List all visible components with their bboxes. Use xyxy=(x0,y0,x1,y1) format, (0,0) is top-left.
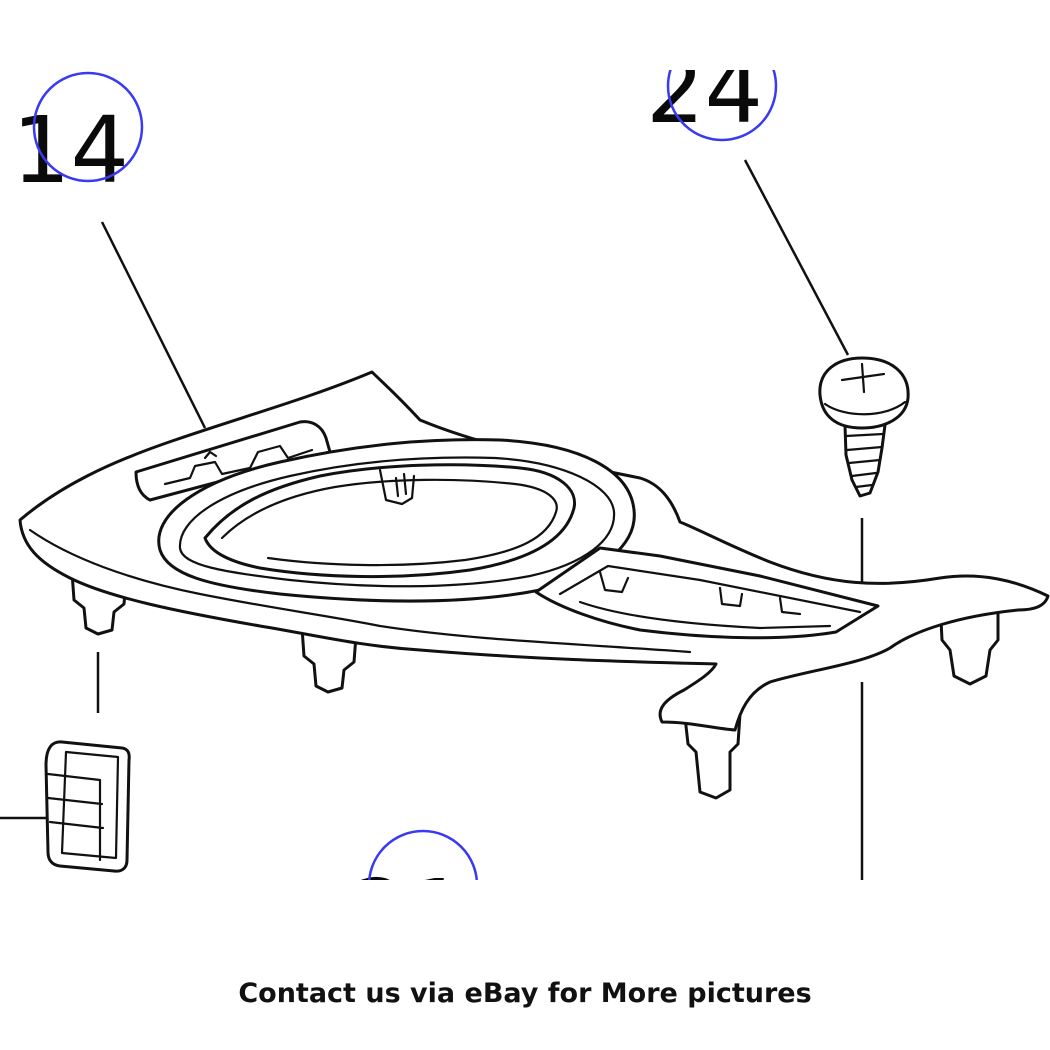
callout-24-ring xyxy=(666,70,778,142)
callout-24: 24 xyxy=(646,37,778,144)
callout-14-label: 14 xyxy=(12,97,129,204)
callout-24-label: 24 xyxy=(646,37,763,144)
callout-24-leader xyxy=(743,159,850,356)
callout-21-ring xyxy=(367,829,479,880)
callout-21: 21 xyxy=(350,829,479,967)
console-trim-panel xyxy=(18,370,1050,800)
tray-opening xyxy=(534,546,880,640)
callout-14-ring xyxy=(32,71,144,183)
callout-14: 14 xyxy=(12,71,207,429)
shifter-opening xyxy=(203,463,577,579)
callout-14-leader xyxy=(100,221,207,429)
contact-footer-text: Contact us via eBay for More pictures xyxy=(238,978,812,1009)
callout-21-label: 21 xyxy=(350,860,467,967)
mounting-clip xyxy=(300,626,358,694)
screw-part xyxy=(818,356,910,498)
clip-part xyxy=(44,740,131,873)
